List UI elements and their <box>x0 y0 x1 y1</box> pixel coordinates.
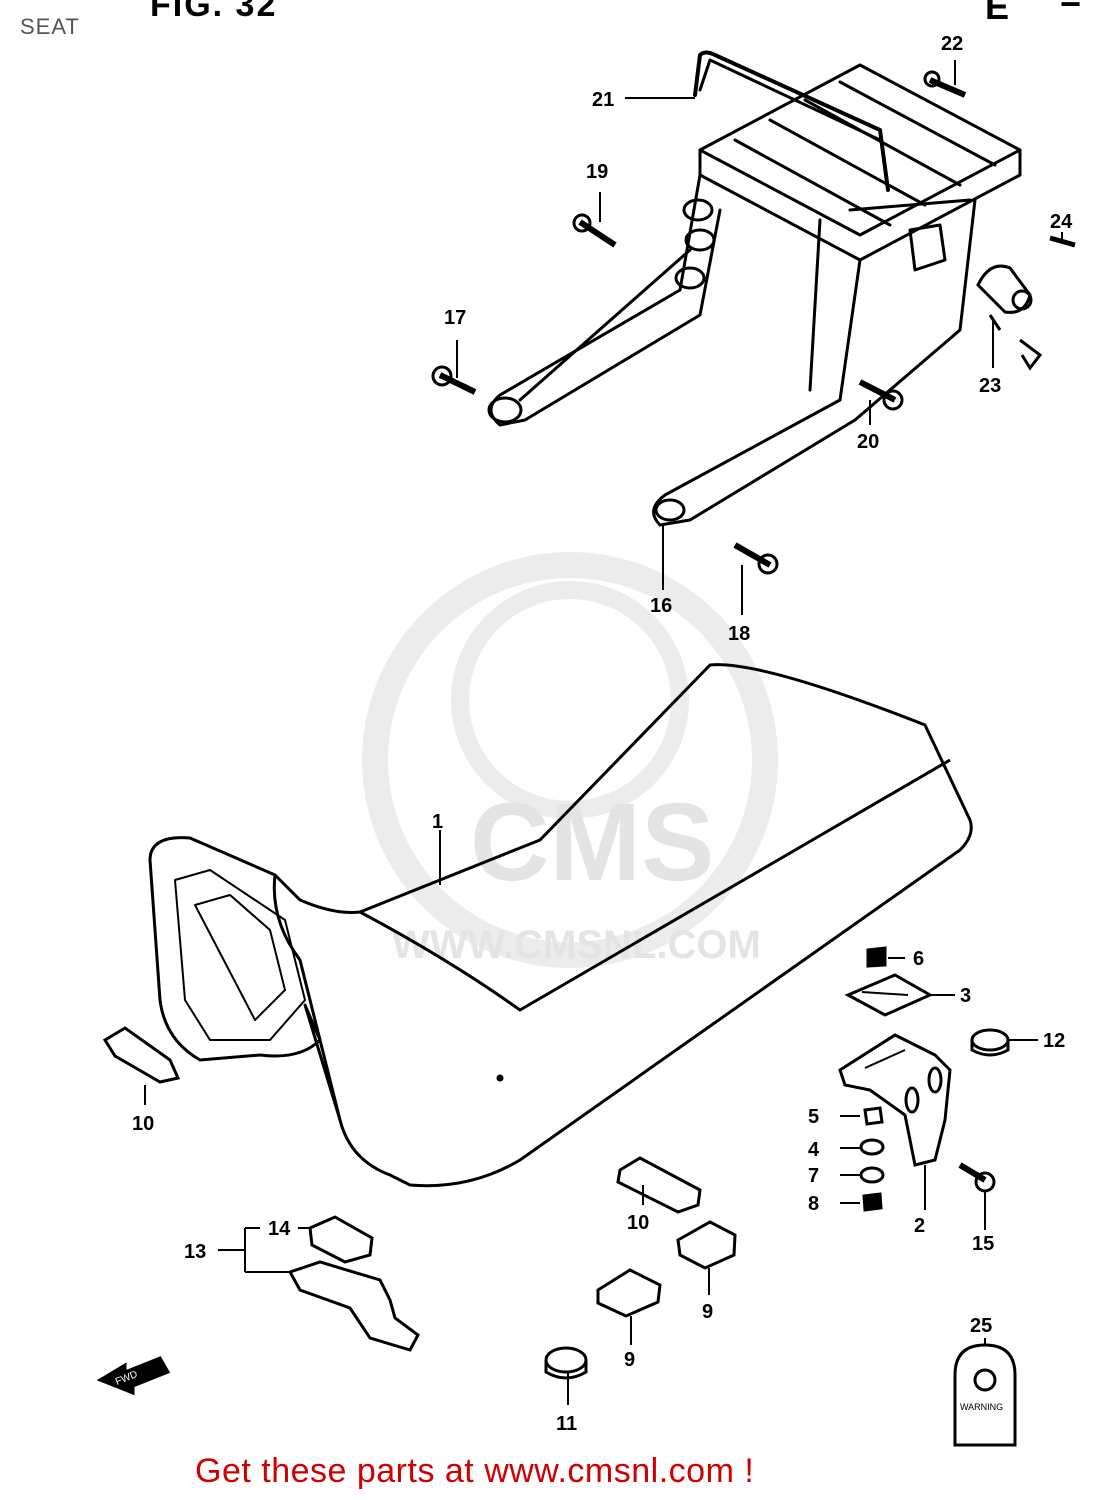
callout-10a: 10 <box>132 1113 154 1135</box>
callout-9a: 9 <box>624 1349 635 1371</box>
watermark-ring <box>362 552 778 968</box>
callout-15: 15 <box>972 1233 994 1255</box>
callout-10b: 10 <box>627 1212 649 1234</box>
callout-2: 2 <box>914 1215 925 1237</box>
callout-21: 21 <box>592 89 614 111</box>
leader-lines <box>144 60 1063 1405</box>
callout-4: 4 <box>808 1139 820 1161</box>
callout-9b: 9 <box>702 1301 713 1323</box>
corner-mark: E <box>985 0 1010 27</box>
callout-11: 11 <box>556 1413 577 1435</box>
watermark-head <box>451 581 689 819</box>
callout-18: 18 <box>728 623 750 645</box>
callout-20: 20 <box>857 431 879 453</box>
callout-1: 1 <box>432 811 443 833</box>
callout-14: 14 <box>268 1218 291 1240</box>
rear-carrier <box>487 50 1022 527</box>
watermark-url: WWW.CMSNL.COM <box>392 923 761 967</box>
callout-19: 19 <box>586 161 608 183</box>
footer-shop-link[interactable]: Get these parts at www.cmsnl.com ! <box>195 1452 755 1490</box>
callout-12: 12 <box>1043 1030 1065 1052</box>
callout-8: 8 <box>808 1193 819 1215</box>
callout-13: 13 <box>184 1241 206 1263</box>
callout-7: 7 <box>808 1165 819 1187</box>
callout-6: 6 <box>913 948 924 970</box>
callout-16: 16 <box>650 595 672 617</box>
figure-label: FIG. 32 <box>150 0 278 24</box>
callout-5: 5 <box>808 1106 819 1128</box>
page-title: SEAT <box>20 14 80 39</box>
watermark-brand: CMS <box>470 781 714 904</box>
callout-24: 24 <box>1050 211 1073 233</box>
seat <box>148 663 973 1188</box>
callouts: 1 2 3 4 5 6 7 8 9 9 10 10 11 12 13 14 15… <box>114 33 1073 1435</box>
callout-23: 23 <box>979 375 1001 397</box>
watermark: CMS WWW.CMSNL.COM <box>362 552 778 968</box>
seat-hardware <box>96 946 1017 1447</box>
callout-22: 22 <box>941 33 963 55</box>
callout-25: 25 <box>970 1315 992 1337</box>
callout-3: 3 <box>960 985 971 1007</box>
tag-text: WARNING <box>960 1402 1003 1412</box>
carrier-bolts <box>431 70 1076 575</box>
corner-mark-2: = <box>1060 0 1081 20</box>
callout-17: 17 <box>444 307 466 329</box>
